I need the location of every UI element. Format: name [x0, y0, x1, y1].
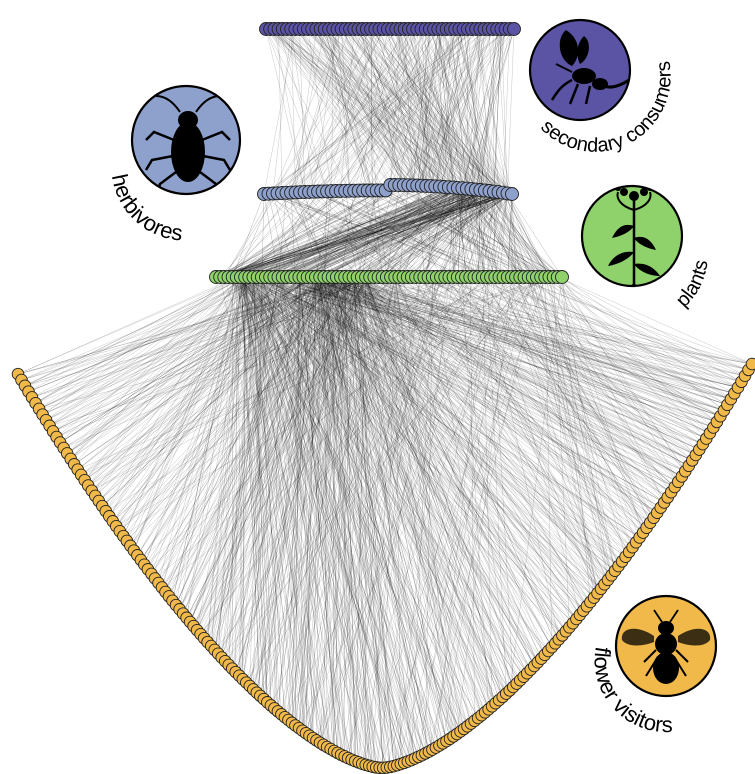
plant-node: [556, 271, 569, 284]
interaction-link: [525, 277, 686, 471]
plants-badge: plants: [582, 185, 713, 312]
flower-visitors-badge: flower visitors: [589, 596, 716, 737]
flower-visitor-node: [746, 358, 755, 370]
herbivore-node: [506, 188, 519, 201]
interaction-link: [273, 29, 291, 194]
secondary-consumer-node: [508, 23, 521, 36]
interaction-link: [508, 29, 515, 193]
herbivores-badge: herbivores: [107, 86, 240, 246]
interaction-link: [494, 192, 554, 277]
interaction-link: [88, 277, 241, 486]
secondary-consumers-badge: secondary consumers: [530, 20, 676, 157]
plants-label: plants: [672, 258, 713, 311]
